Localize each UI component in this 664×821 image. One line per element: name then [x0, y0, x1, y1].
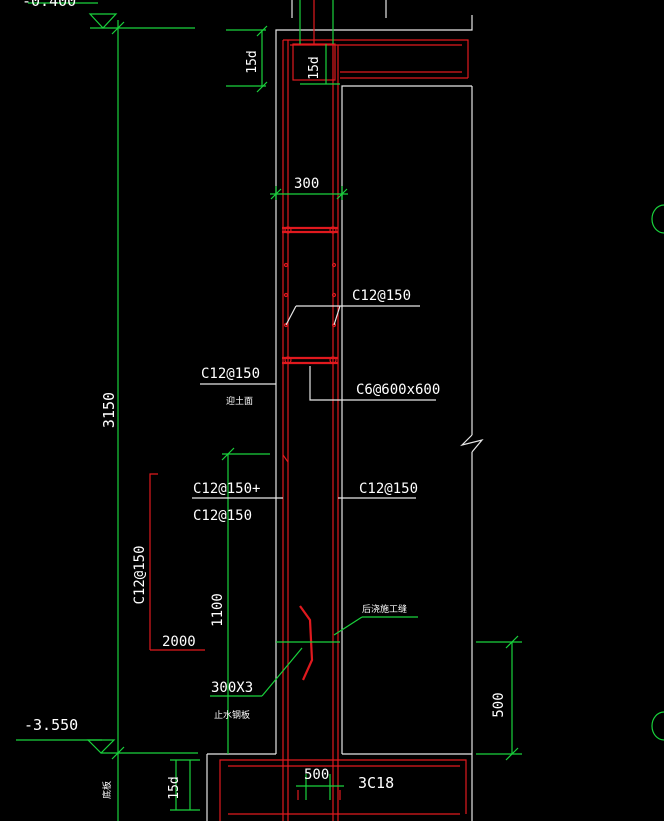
horizontal-inner-label: C12@150: [352, 288, 411, 304]
wall-outline: [206, 0, 484, 821]
anchorage-top-right-label: 15d: [307, 56, 322, 79]
outer-face-note: 迎土面: [226, 395, 253, 407]
inner-face-label: C12@150: [359, 481, 418, 497]
bottom-elevation-marker: -3.550: [16, 716, 198, 754]
anchorage-top-left-label: 15d: [245, 50, 260, 73]
water-stop-height-label: 500: [491, 692, 507, 717]
wall-height-label: 3150: [100, 392, 118, 428]
anchorage-bottom-label: 15d: [167, 776, 182, 799]
plate-note: 止水钢板: [214, 709, 250, 721]
height-dimension: 3150: [100, 20, 125, 821]
top-elevation-marker: -0.400: [22, 0, 195, 29]
foundation-width-label: 500: [304, 767, 329, 783]
added-length-label: 2000: [162, 634, 196, 650]
added-bars-label: C12@150: [132, 545, 148, 604]
embedded-note: 后浇施工缝: [362, 603, 407, 615]
labels: 15d 15d 300 C12@150 C12@150 迎土面 C6@600x6…: [101, 50, 507, 799]
top-elevation-label: -0.400: [22, 0, 76, 10]
outer-lower-label-1: C12@150+: [193, 481, 260, 497]
outer-face-label: C12@150: [201, 366, 260, 382]
bottom-elevation-label: -3.550: [24, 716, 78, 734]
slab-note: 底板: [101, 781, 113, 799]
leader-lines: [192, 305, 436, 499]
lower-zone-label: 1100: [210, 593, 226, 627]
tie-bars-label: C6@600x600: [356, 382, 440, 398]
reinforcement: [149, 0, 469, 821]
steel-plate-label: 300X3: [211, 680, 253, 696]
edge-markers: [651, 204, 664, 741]
dimension-lines: [170, 0, 522, 811]
wall-thickness-label: 300: [294, 176, 319, 192]
foundation-bars-label: 3C18: [358, 774, 394, 792]
outer-lower-label-2: C12@150: [193, 508, 252, 524]
